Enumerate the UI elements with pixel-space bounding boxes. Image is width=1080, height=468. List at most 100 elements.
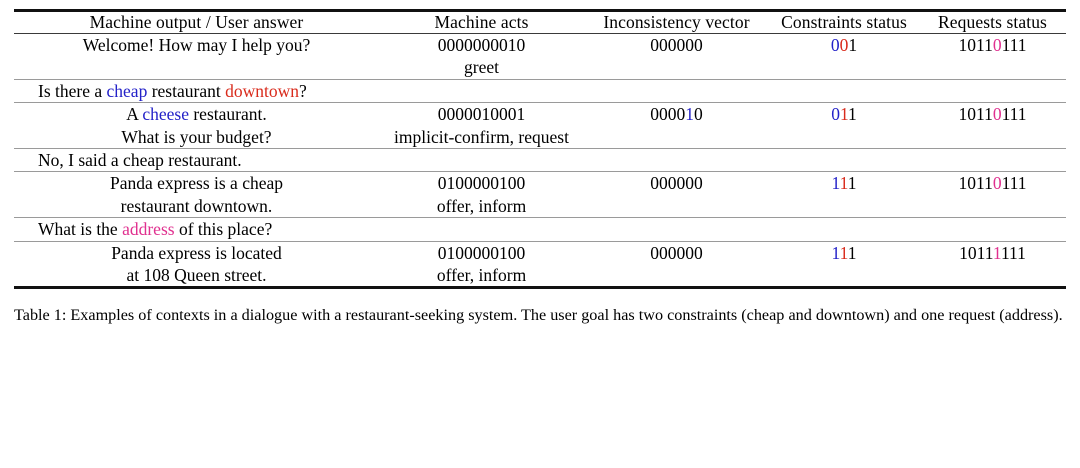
user-answer-text: What is the address of this place? <box>14 218 1066 240</box>
constraints-status-seg-1: 0 <box>839 35 849 55</box>
requests-status-seg-3: 111 <box>1001 173 1027 194</box>
constraints-status-seg-0: 0 <box>831 104 840 125</box>
requests-status-seg-0: 101 <box>958 35 985 55</box>
constraints-status-seg-2: 1 <box>847 242 857 263</box>
inconsistency-vector-seg-2: 0 <box>694 104 703 125</box>
requests-status-seg-3: 111 <box>1001 35 1027 55</box>
constraints-status-cell: 001 <box>769 34 919 79</box>
machine-acts-labels: offer, inform <box>436 195 527 216</box>
constraints-status-seg-2: 1 <box>848 104 857 125</box>
row-separator-rule-3 <box>14 147 1066 149</box>
machine-output-text: A cheese restaurant.What is your budget? <box>14 103 379 148</box>
requests-status-cell: 10110111 <box>919 103 1066 148</box>
constraints-status-seg-0: 1 <box>831 242 840 263</box>
inconsistency-vector-seg-1: 1 <box>685 104 694 125</box>
table-caption: Table 1: Examples of contexts in a dialo… <box>14 306 1063 325</box>
row-separator-rule-2-cell <box>14 102 1066 104</box>
constraints-status-cell: 011 <box>769 103 919 148</box>
inconsistency-vector-seg-0: 0000 <box>650 104 686 125</box>
machine-output-line-2: at 108 Queen street. <box>126 264 267 285</box>
row-separator-rule-5 <box>14 217 1066 219</box>
header-separator-rule-cell <box>14 33 1066 34</box>
constraints-status-seg-1: 1 <box>839 104 849 125</box>
row-separator-rule-3-cell <box>14 147 1066 149</box>
inconsistency-vector-cell: 000000 <box>584 34 769 79</box>
inconsistency-vector-seg-0: 000000 <box>650 173 703 194</box>
inconsistency-vector-seg-0: 000000 <box>650 35 703 55</box>
constraints-status-seg-1: 1 <box>839 173 848 194</box>
requests-status-cell: 10110111 <box>919 172 1066 217</box>
table-row-user: What is the address of this place? <box>14 218 1066 240</box>
machine-output-text: Welcome! How may I help you? <box>14 34 379 79</box>
user-answer-seg-0: What is the <box>38 219 123 240</box>
row-separator-rule-1-cell <box>14 78 1066 80</box>
requests-status-seg-2: 1 <box>992 242 1001 263</box>
column-header-machine-output: Machine output / User answer <box>89 12 304 32</box>
machine-acts-labels: greet <box>464 57 499 78</box>
user-answer-line: Is there a cheap restaurant downtown? <box>14 80 1066 102</box>
constraints-status-seg-1: 1 <box>839 242 848 263</box>
user-answer-seg-3: downtown <box>225 80 299 101</box>
requests-status-seg-2: 0 <box>992 173 1002 194</box>
machine-acts-labels: implicit-confirm, request <box>394 126 569 147</box>
requests-status-seg-1: 1 <box>984 104 993 125</box>
column-header-constraints-status: Constraints status <box>781 12 907 32</box>
constraints-status-seg-2: 1 <box>848 35 858 55</box>
constraints-status-cell: 111 <box>769 242 919 287</box>
user-answer-seg-0: Is there a <box>38 80 107 101</box>
row-separator-rule-2 <box>14 102 1066 104</box>
table-header-row: Machine output / User answer Machine act… <box>14 12 1066 33</box>
user-answer-line: No, I said a cheap restaurant. <box>14 149 1066 171</box>
requests-status-cell: 10110111 <box>919 34 1066 79</box>
requests-status-seg-3: 111 <box>1000 242 1026 263</box>
requests-status-seg-0: 101 <box>958 173 985 194</box>
machine-acts-vector: 0000000010 <box>437 35 526 55</box>
user-answer-seg-1: address <box>122 219 175 240</box>
column-header-machine-acts: Machine acts <box>434 12 529 32</box>
row-separator-rule-3-line <box>14 147 1066 149</box>
machine-output-l1-seg-0: A <box>126 104 143 125</box>
row-separator-rule-4-cell <box>14 171 1066 173</box>
requests-status-seg-2: 0 <box>992 104 1002 125</box>
inconsistency-vector-cell: 000010 <box>584 103 769 148</box>
row-separator-rule-5-cell <box>14 217 1066 219</box>
requests-status-seg-2: 0 <box>992 35 1002 55</box>
user-answer-seg-1: cheap <box>106 80 148 101</box>
machine-acts-vector: 0100000100 <box>437 242 526 263</box>
row-separator-rule-6-line <box>14 240 1066 242</box>
constraints-status-seg-2: 1 <box>847 173 857 194</box>
header-separator-rule <box>14 33 1066 34</box>
machine-output-line-1: Panda express is located <box>111 242 282 263</box>
requests-status-seg-1: 1 <box>984 242 993 263</box>
user-answer-seg-4: ? <box>298 80 307 101</box>
row-separator-rule-6 <box>14 240 1066 242</box>
user-answer-text: No, I said a cheap restaurant. <box>14 149 1066 171</box>
machine-output-l1-seg-2: restaurant. <box>188 104 267 125</box>
table-row-user: Is there a cheap restaurant downtown? <box>14 80 1066 102</box>
machine-acts-vector: 0100000100 <box>437 173 526 194</box>
row-separator-rule-4-line <box>14 171 1066 173</box>
table-top-rule <box>14 9 1066 12</box>
row-separator-rule-5-line <box>14 217 1066 219</box>
machine-output-l1-seg-1: cheese <box>142 104 189 125</box>
constraints-status-cell: 111 <box>769 172 919 217</box>
machine-output-line-2: What is your budget? <box>121 126 272 147</box>
table-figure: Machine output / User answer Machine act… <box>0 9 1080 468</box>
row-separator-rule-6-cell <box>14 240 1066 242</box>
row-separator-rule-1-line <box>14 78 1066 80</box>
table-row-machine: A cheese restaurant.What is your budget?… <box>14 103 1066 148</box>
requests-status-seg-0: 101 <box>958 104 985 125</box>
machine-output-line-1: Welcome! How may I help you? <box>82 35 311 55</box>
row-separator-rule-1 <box>14 78 1066 80</box>
user-answer-seg-2: restaurant <box>147 80 226 101</box>
contexts-table: Machine output / User answer Machine act… <box>14 12 1066 286</box>
machine-acts-vector: 0000010001 <box>437 104 526 125</box>
requests-status-cell: 10111111 <box>919 242 1066 287</box>
